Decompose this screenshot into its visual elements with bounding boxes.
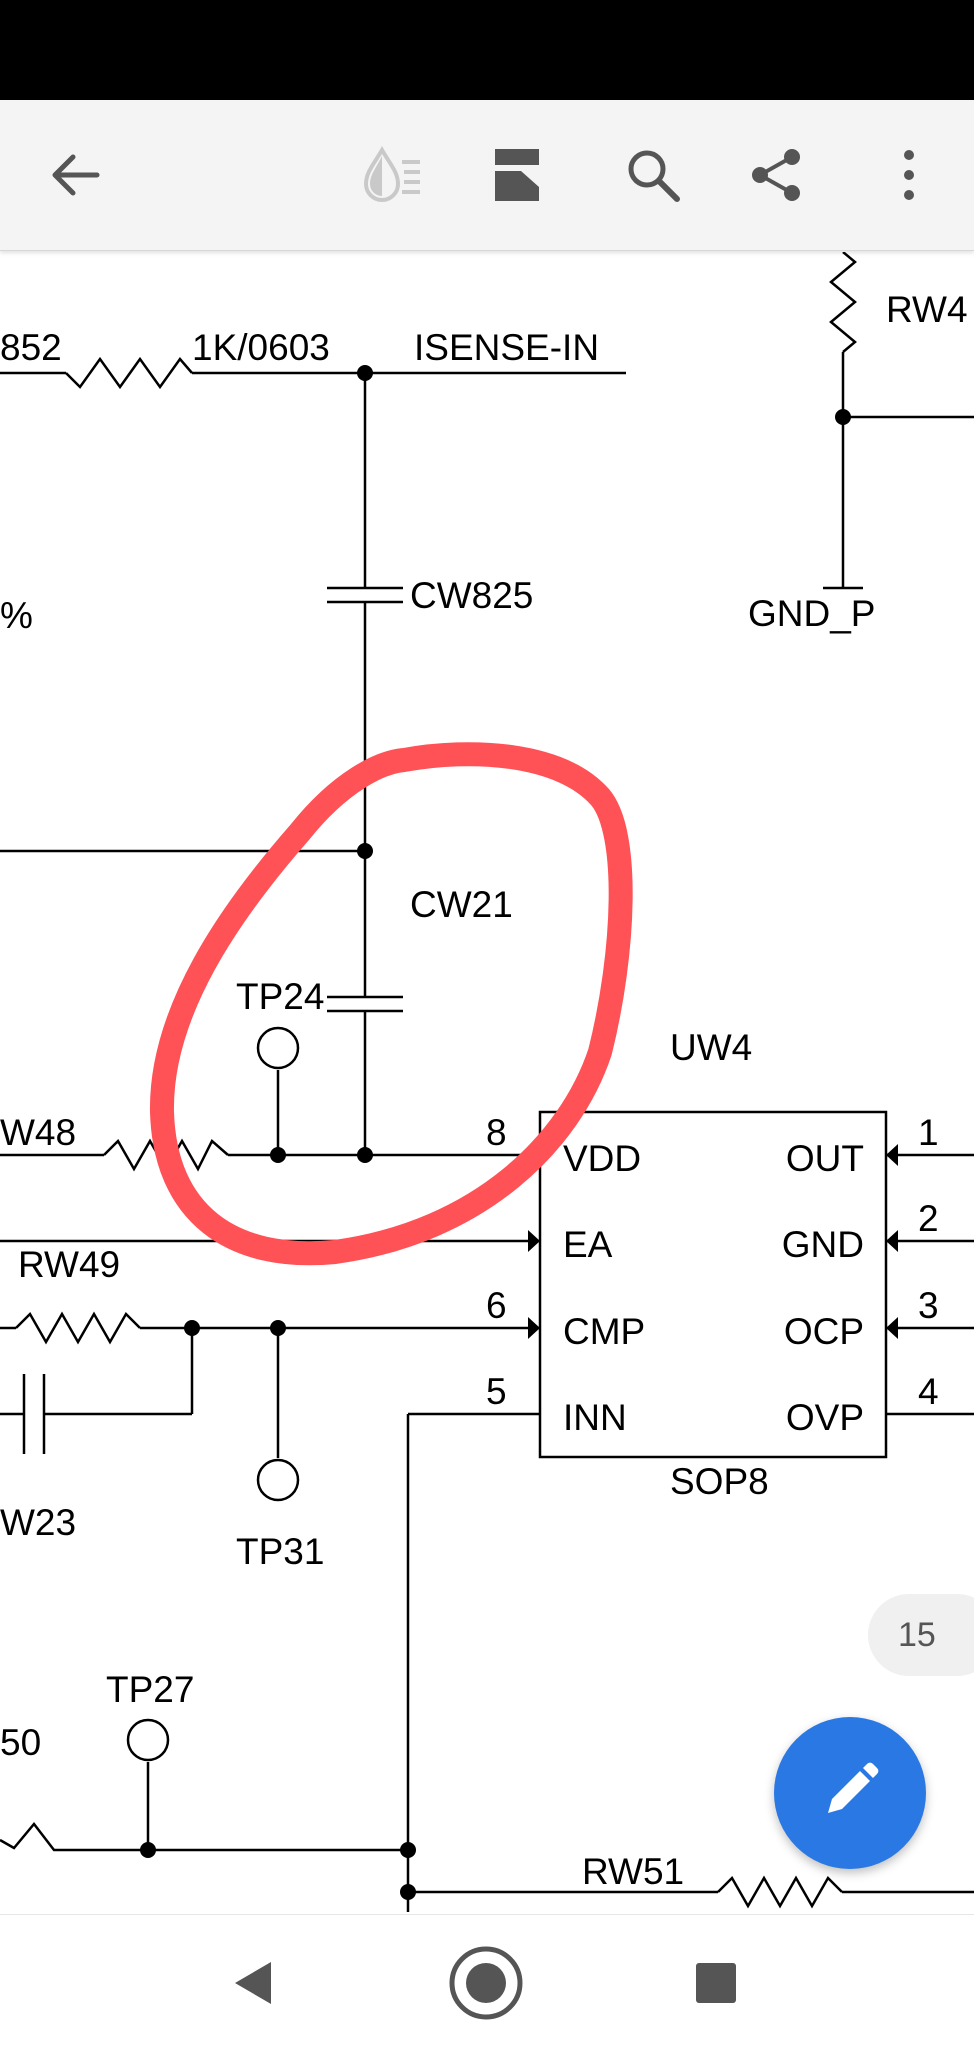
pin-number: 6 <box>486 1285 507 1326</box>
pin-name: OCP <box>784 1311 864 1352</box>
label-rw49: RW49 <box>18 1244 120 1285</box>
label-r852-value: 1K/0603 <box>192 327 330 368</box>
schematic-drawing: 852 1K/0603 ISENSE-IN RW4 CW825 % GND_P … <box>0 252 974 1912</box>
label-gnd-p: GND_P <box>748 593 875 634</box>
pin-number: 4 <box>918 1371 939 1412</box>
label-percent: % <box>0 595 33 636</box>
label-isense-in: ISENSE-IN <box>414 327 599 368</box>
pin-name: INN <box>563 1397 627 1438</box>
edit-pencil-icon <box>818 1759 882 1828</box>
status-bar <box>0 0 974 100</box>
home-circle-icon[interactable] <box>436 1933 536 2033</box>
search-icon[interactable] <box>618 140 688 210</box>
label-tp31: TP31 <box>236 1531 324 1572</box>
label-tp27: TP27 <box>106 1669 194 1710</box>
label-r50: 50 <box>0 1722 41 1763</box>
label-rw51: RW51 <box>582 1851 684 1892</box>
pin-number: 8 <box>486 1112 507 1153</box>
pin-name: OVP <box>786 1397 864 1438</box>
recents-square-icon[interactable] <box>666 1933 766 2033</box>
back-triangle-icon[interactable] <box>204 1933 304 2033</box>
label-tp24: TP24 <box>236 976 324 1017</box>
label-rw48: W48 <box>0 1112 76 1153</box>
schematic-canvas[interactable]: 852 1K/0603 ISENSE-IN RW4 CW825 % GND_P … <box>0 252 974 1912</box>
back-arrow-icon[interactable] <box>40 140 110 210</box>
pin-name: VDD <box>563 1138 641 1179</box>
label-cw825: CW825 <box>410 575 533 616</box>
pin-name: EA <box>563 1224 613 1265</box>
more-vert-icon[interactable] <box>874 140 944 210</box>
page-indicator: 15 <box>868 1594 974 1676</box>
top-toolbar <box>0 100 974 251</box>
reading-mode-icon[interactable] <box>356 140 426 210</box>
label-r852: 852 <box>0 327 62 368</box>
edit-fab-button[interactable] <box>774 1717 926 1869</box>
pin-number: 1 <box>918 1112 939 1153</box>
share-icon[interactable] <box>741 140 811 210</box>
page-layout-icon[interactable] <box>484 140 554 210</box>
label-cw23: W23 <box>0 1502 76 1543</box>
red-annotation-circle <box>149 742 633 1266</box>
system-nav-bar <box>0 1914 974 2049</box>
pin-name: GND <box>782 1224 864 1265</box>
label-rw4: RW4 <box>886 289 968 330</box>
pin-number: 3 <box>918 1285 939 1326</box>
label-uw4: UW4 <box>670 1027 752 1068</box>
pin-name: OUT <box>786 1138 864 1179</box>
label-cw21: CW21 <box>410 884 513 925</box>
pin-number: 5 <box>486 1371 507 1412</box>
pin-name: CMP <box>563 1311 645 1352</box>
label-sop8: SOP8 <box>670 1461 769 1502</box>
pin-number: 2 <box>918 1198 939 1239</box>
